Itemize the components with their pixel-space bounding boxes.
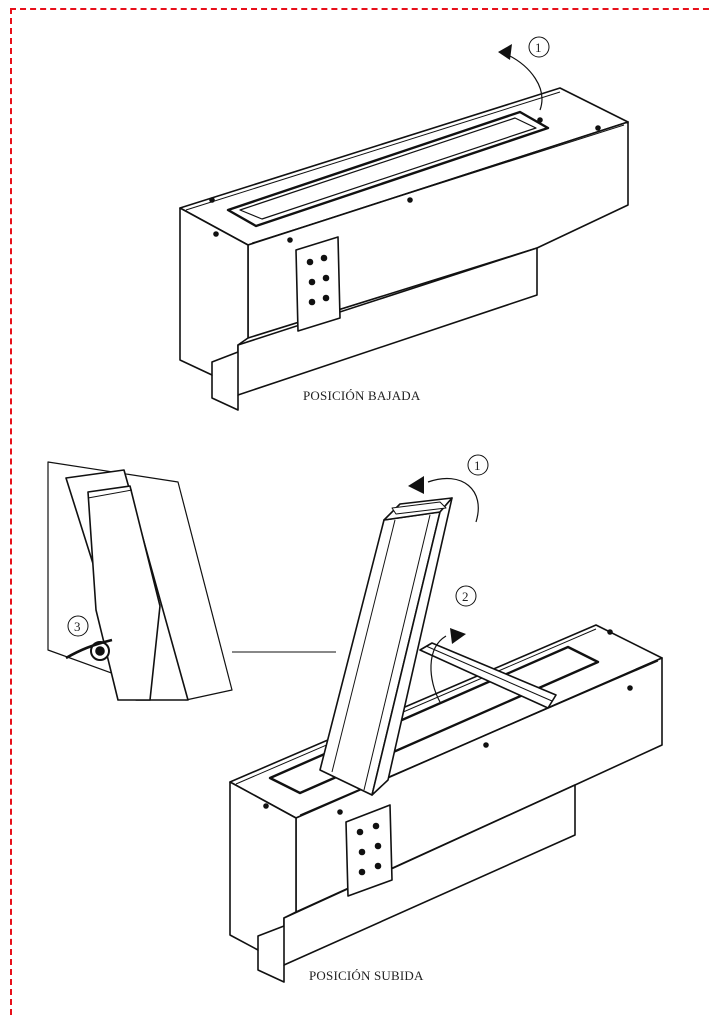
callout-1-top: 1	[535, 40, 542, 55]
rotation-arrow-2-bottom	[430, 585, 477, 703]
callout-1-bottom: 1	[474, 458, 481, 473]
unit-raised	[229, 497, 663, 983]
callout-2-bottom: 2	[462, 589, 469, 604]
rotation-arrow-1-top	[498, 36, 550, 111]
rotation-arrow-1-bottom	[408, 454, 489, 523]
figure-frame	[10, 8, 709, 1015]
callout-3-detail: 3	[74, 619, 81, 634]
caption-lowered-position: POSICIÓN BAJADA	[303, 388, 421, 403]
caption-raised-position: POSICIÓN SUBIDA	[309, 968, 424, 983]
unit-lowered	[179, 87, 629, 411]
detail-view	[47, 461, 233, 701]
